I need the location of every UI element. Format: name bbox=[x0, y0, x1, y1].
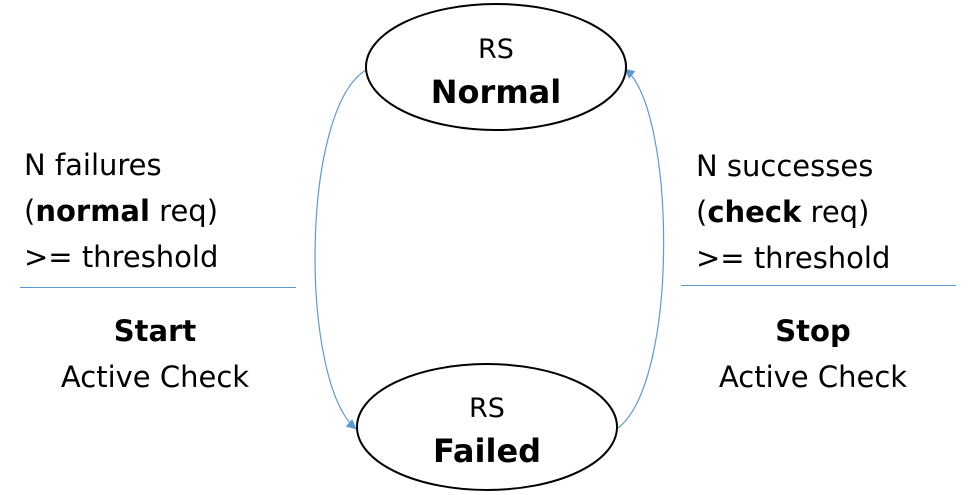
left-condition-line1: N failures bbox=[24, 148, 162, 182]
left-condition-bold: normal bbox=[35, 194, 150, 228]
right-divider bbox=[681, 285, 956, 286]
right-condition-bold: check bbox=[707, 195, 802, 229]
state-normal-label-line2: Normal bbox=[431, 73, 561, 111]
right-condition-line1: N successes bbox=[696, 149, 874, 183]
state-failed: RS Failed bbox=[356, 363, 618, 491]
right-condition-prefix: ( bbox=[696, 195, 708, 229]
left-condition: N failures (normal req) >= threshold bbox=[24, 142, 218, 280]
left-action-verb: Start bbox=[113, 314, 197, 348]
right-condition-suffix: req) bbox=[801, 195, 870, 229]
left-condition-prefix: ( bbox=[24, 194, 36, 228]
state-normal: RS Normal bbox=[365, 3, 627, 131]
left-condition-suffix: req) bbox=[149, 194, 219, 228]
arrow-normal-to-failed bbox=[314, 69, 367, 430]
right-action-text: Active Check bbox=[718, 360, 908, 394]
state-failed-label-line2: Failed bbox=[433, 432, 541, 470]
state-normal-label-line1: RS bbox=[478, 34, 514, 65]
left-condition-line2: (normal req) bbox=[24, 188, 218, 234]
left-divider bbox=[20, 287, 296, 288]
left-action: Start Active Check bbox=[20, 308, 290, 400]
left-action-text: Active Check bbox=[60, 360, 250, 394]
right-condition-line2: (check req) bbox=[696, 189, 890, 235]
right-action: Stop Active Check bbox=[678, 308, 948, 400]
state-normal-ellipse bbox=[365, 3, 627, 131]
right-condition: N successes (check req) >= threshold bbox=[696, 143, 890, 281]
left-condition-line3: >= threshold bbox=[24, 240, 219, 274]
arrow-failed-to-normal bbox=[617, 68, 665, 429]
state-failed-label-line1: RS bbox=[469, 393, 505, 424]
right-action-verb: Stop bbox=[775, 314, 851, 348]
state-failed-ellipse bbox=[356, 363, 618, 491]
right-condition-line3: >= threshold bbox=[696, 241, 891, 275]
